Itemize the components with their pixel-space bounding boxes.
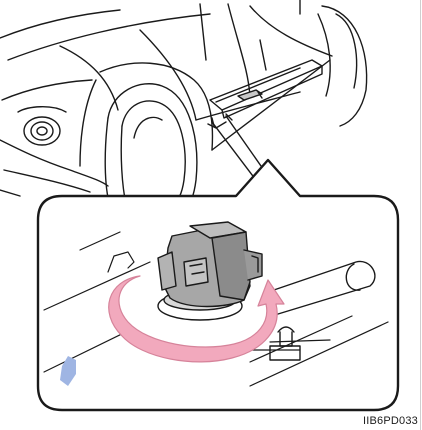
figure-code-label: IIB6PD033 [363,415,418,427]
vehicle-body-sketch [0,0,367,210]
